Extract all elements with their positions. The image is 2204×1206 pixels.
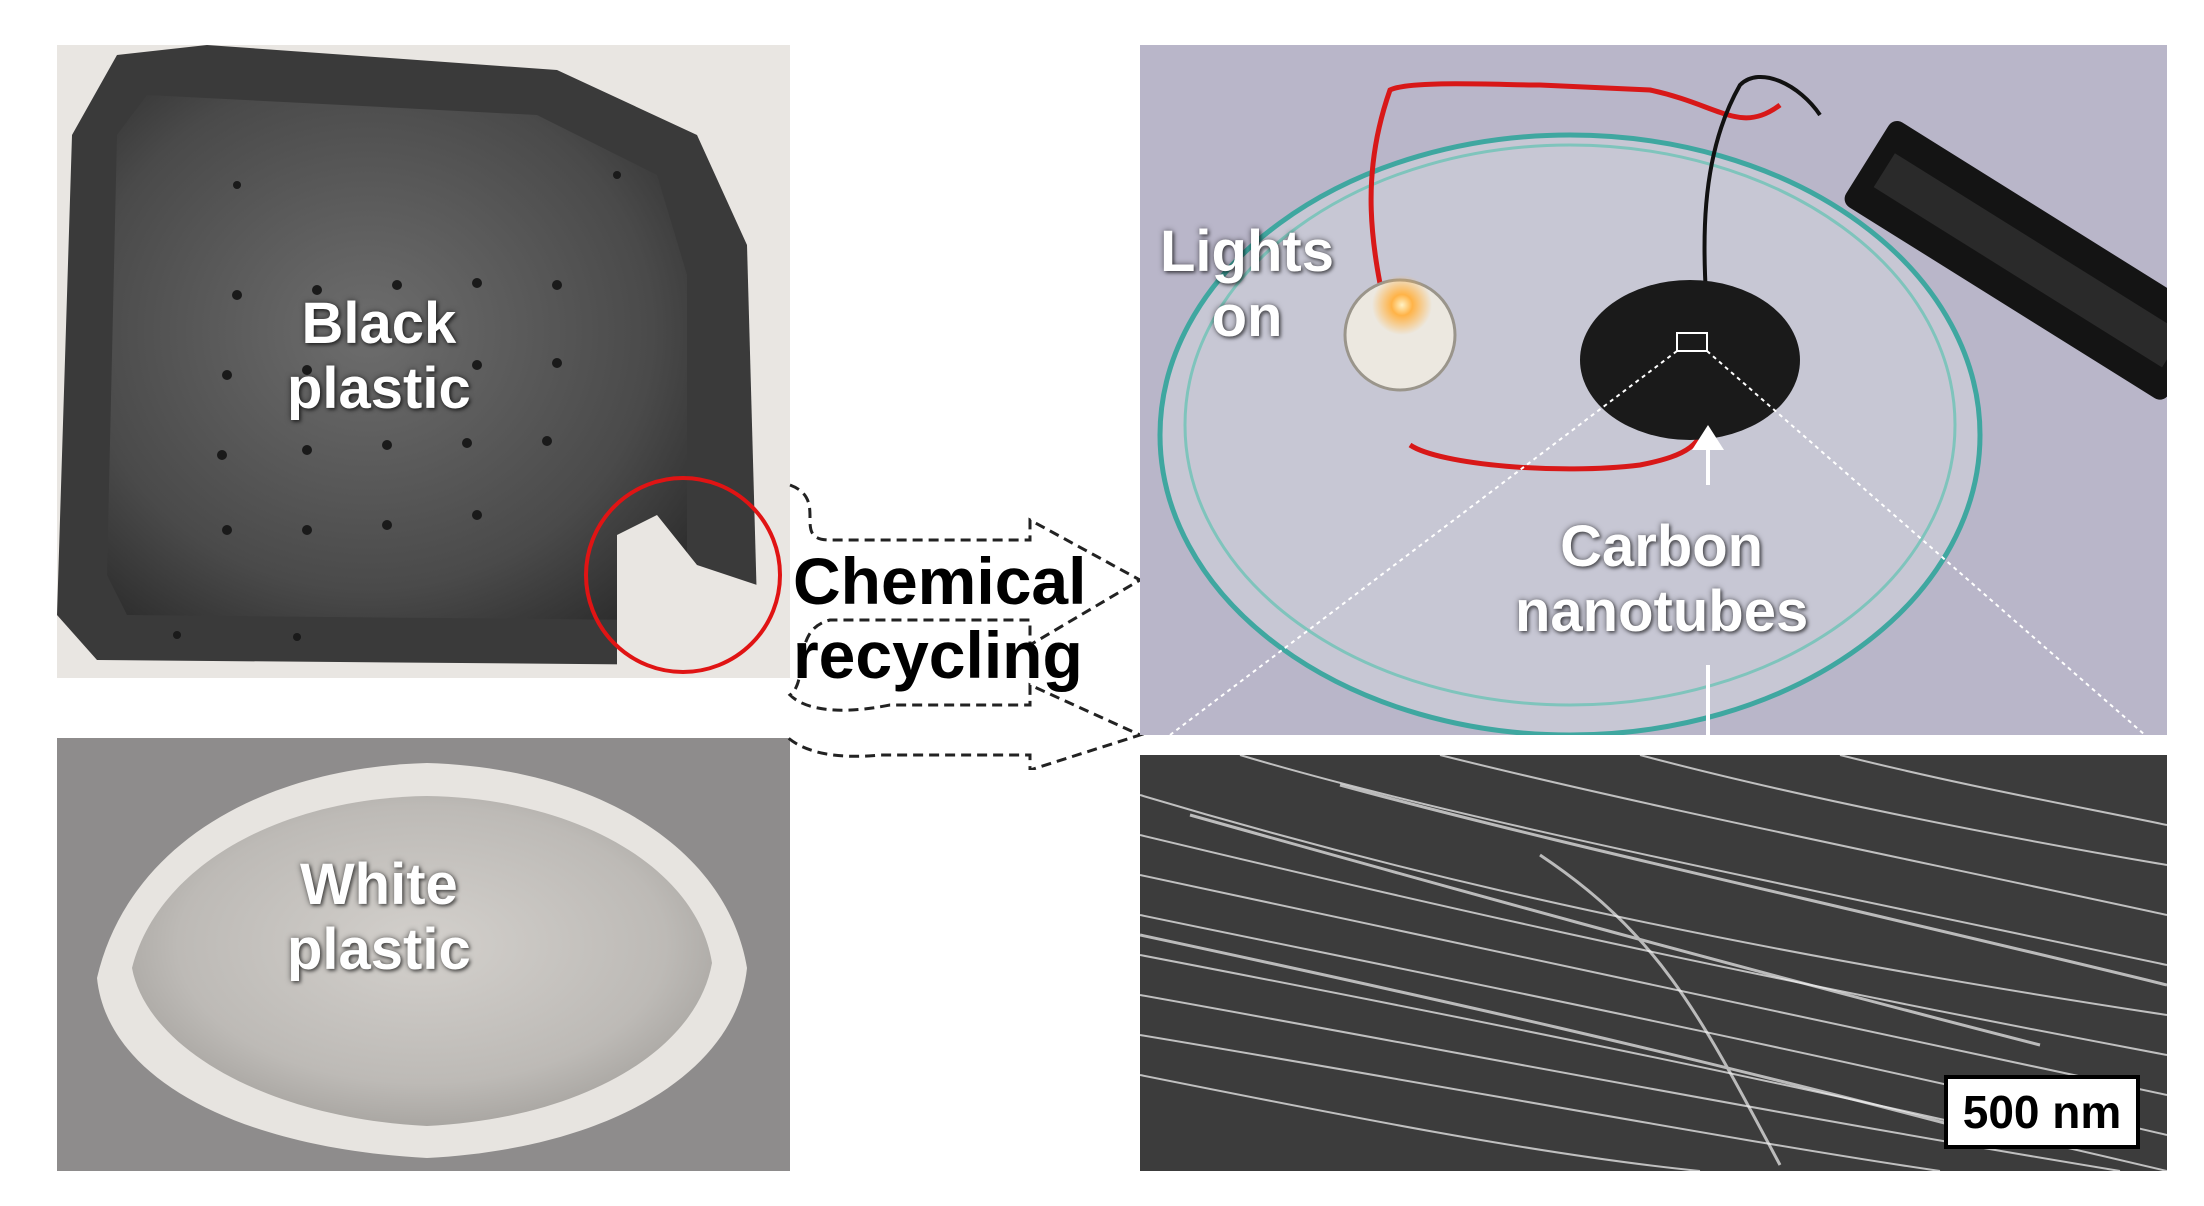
cnt-device-photo: Lights on Carbon nanotubes bbox=[1140, 45, 2167, 735]
chemical-recycling-label: Chemical recycling bbox=[793, 544, 1087, 692]
white-plastic-photo: White plastic bbox=[57, 738, 790, 1171]
zoom-box bbox=[1676, 332, 1708, 352]
black-plastic-tray-image bbox=[57, 45, 790, 678]
black-plastic-photo: Black plastic bbox=[57, 45, 790, 678]
lights-on-label: Lights on bbox=[1160, 219, 1334, 349]
petri-dish-device-image bbox=[1140, 45, 2167, 735]
recycling-arrow bbox=[783, 483, 1145, 770]
black-plastic-label: Black plastic bbox=[287, 291, 471, 421]
white-plastic-label: White plastic bbox=[287, 852, 471, 982]
battery-holder bbox=[1844, 120, 2167, 400]
carbon-nanotubes-label: Carbon nanotubes bbox=[1515, 514, 1809, 644]
led-glow bbox=[1372, 275, 1432, 335]
highlight-circle bbox=[584, 476, 782, 674]
scale-bar-label: 500 nm bbox=[1944, 1075, 2140, 1149]
white-plastic-bowl-image bbox=[57, 738, 790, 1171]
